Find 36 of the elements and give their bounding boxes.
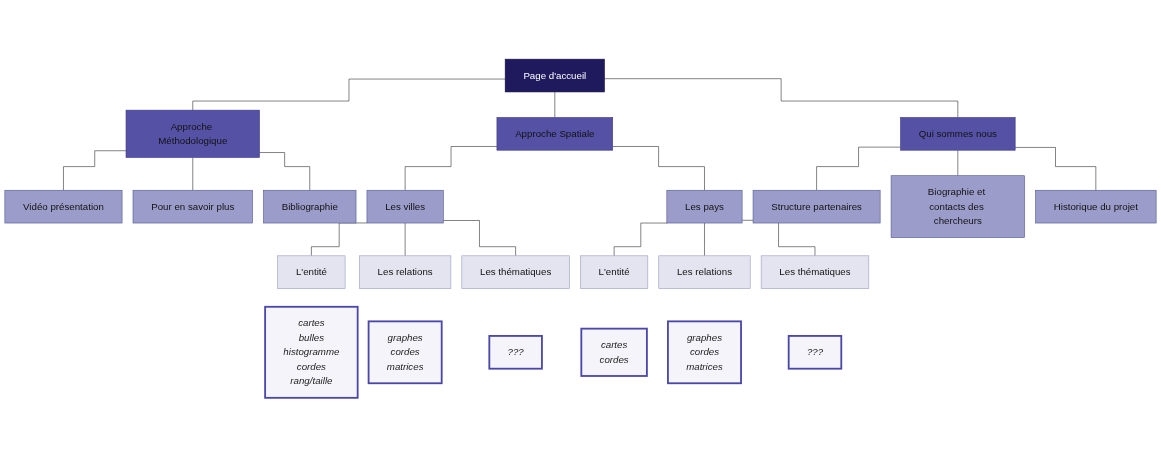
node-box: graphes cordes matrices xyxy=(367,320,443,385)
connector xyxy=(816,146,901,191)
node-box: Approche Méthodologique xyxy=(125,109,260,158)
node-box: Historique du projet xyxy=(1035,189,1157,224)
connector xyxy=(604,78,959,118)
node-box: Les relations xyxy=(658,255,751,289)
connector xyxy=(63,150,127,191)
node-box: Vidéo présentation xyxy=(4,189,123,224)
node-box: ??? xyxy=(488,335,543,370)
node-box: Les thématiques xyxy=(760,255,870,289)
connector xyxy=(704,222,705,257)
node-box: graphes cordes matrices xyxy=(667,320,742,385)
connector xyxy=(613,222,668,257)
connector xyxy=(443,220,516,257)
node-box: Les pays xyxy=(666,189,743,224)
node-box: Page d'accueil xyxy=(504,58,605,93)
connector xyxy=(612,146,705,191)
connector xyxy=(259,152,311,191)
node-box: L'entité xyxy=(580,255,649,289)
node-box: Biographie et contacts des chercheurs xyxy=(890,175,1025,238)
node-box: Pour en savoir plus xyxy=(132,189,253,224)
node-box: Les relations xyxy=(359,255,452,289)
connector xyxy=(192,78,506,111)
node-box: ??? xyxy=(787,335,843,370)
node-box: L'entité xyxy=(277,255,346,289)
node-box: Approche Spatiale xyxy=(496,117,613,151)
connector xyxy=(554,91,556,118)
connector xyxy=(404,146,498,191)
node-box: Qui sommes nous xyxy=(900,117,1016,151)
connector xyxy=(1014,147,1097,191)
node-box: Bibliographie xyxy=(263,189,357,224)
node-box: Structure partenaires xyxy=(752,189,881,224)
node-box: Les villes xyxy=(366,189,444,224)
node-box: cartes cordes xyxy=(580,327,648,377)
node-box: Les thématiques xyxy=(461,255,570,289)
node-box: cartes bulles histogramme cordes rang/taille xyxy=(264,305,359,399)
